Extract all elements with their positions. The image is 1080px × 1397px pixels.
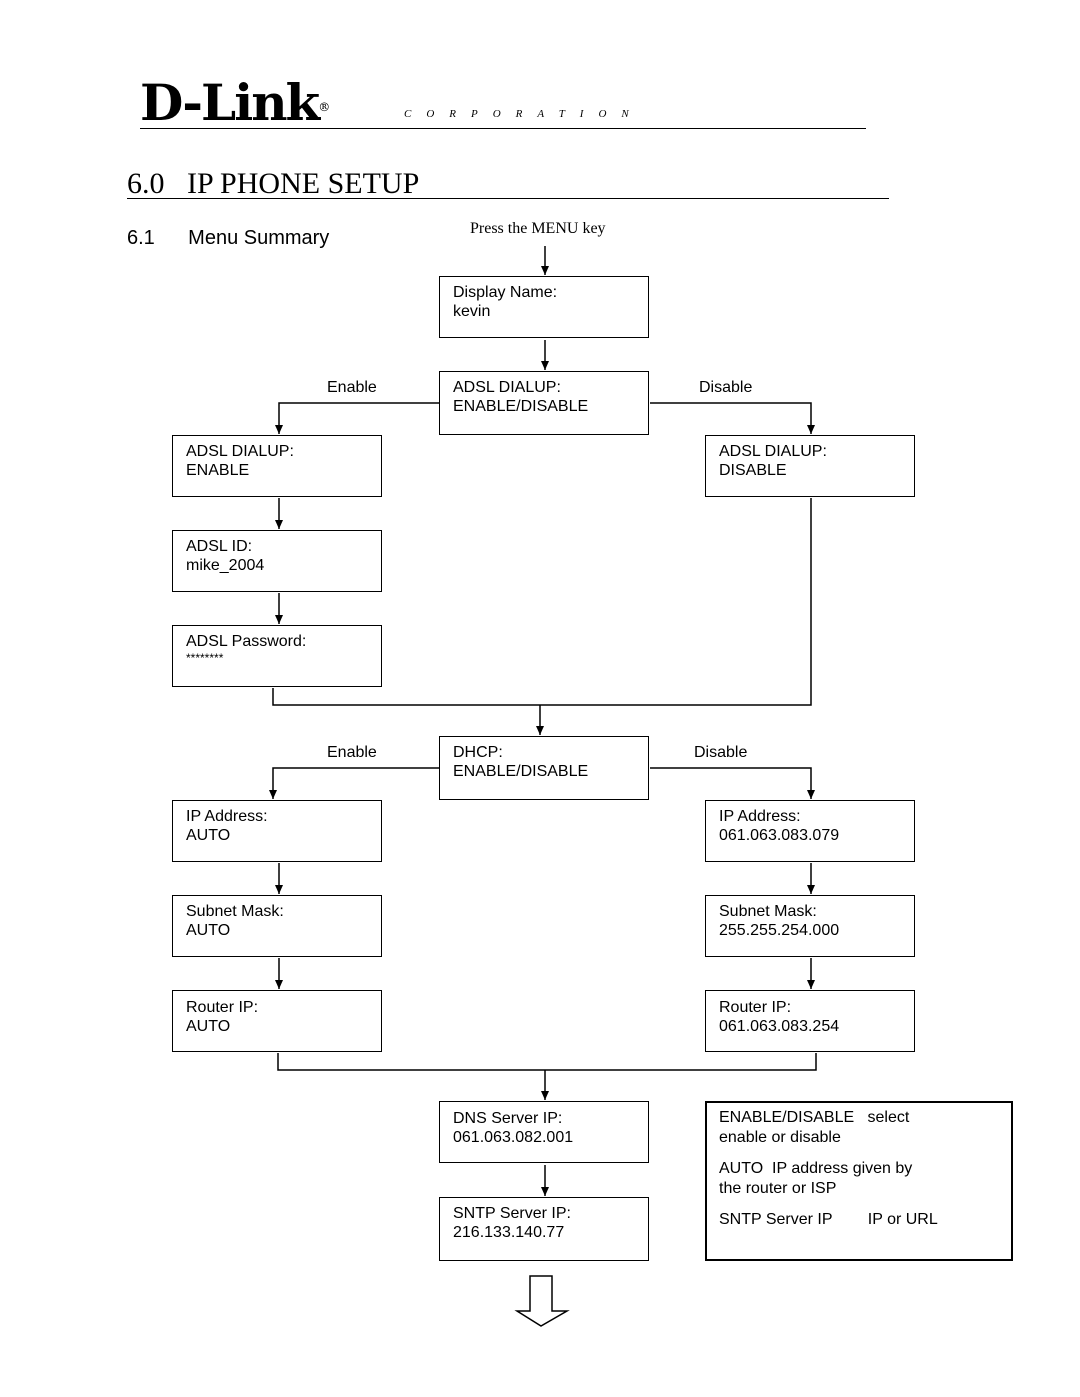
adsl-enable-box: ADSL DIALUP: ENABLE	[172, 435, 382, 497]
adsl-id-box: ADSL ID: mike_2004	[172, 530, 382, 592]
legend-row: AUTO IP address given by	[719, 1160, 913, 1177]
router-static-box: Router IP: 061.063.083.254	[705, 990, 915, 1052]
dhcp-choice-box: DHCP: ENABLE/DISABLE	[439, 736, 649, 800]
continue-arrow-icon	[514, 1275, 570, 1327]
box-title: IP Address:	[719, 808, 801, 825]
dhcp-disable-label: Disable	[694, 744, 748, 761]
box-value: 061.063.083.079	[719, 827, 840, 844]
box-title: Display Name:	[453, 284, 558, 301]
box-title: Router IP:	[186, 999, 259, 1016]
box-title: DHCP:	[453, 744, 503, 761]
legend-box: ENABLE/DISABLE select enable or disable …	[705, 1101, 1013, 1261]
display-name-box: Display Name: kevin	[439, 276, 649, 338]
box-title: DNS Server IP:	[453, 1110, 563, 1127]
legend-row: ENABLE/DISABLE select	[719, 1109, 910, 1126]
box-title: Subnet Mask:	[186, 903, 284, 920]
box-value: ENABLE/DISABLE	[453, 398, 589, 415]
arrow-adsl-enable	[275, 402, 439, 434]
box-title: ADSL DIALUP:	[719, 443, 827, 460]
page-heading: 6.0 IP PHONE SETUP	[127, 167, 420, 200]
adsl-password-box: ADSL Password: ********	[172, 625, 382, 687]
box-title: Subnet Mask:	[719, 903, 817, 920]
section-heading: 6.1 Menu Summary	[127, 227, 330, 249]
box-value: 216.133.140.77	[453, 1224, 565, 1241]
subnet-static-box: Subnet Mask: 255.255.254.000	[705, 895, 915, 957]
adsl-enable-label: Enable	[327, 379, 377, 396]
legend-row: SNTP Server IP IP or URL	[719, 1211, 938, 1228]
box-value: AUTO	[186, 827, 231, 844]
box-title: ADSL ID:	[186, 538, 253, 555]
start-note: Press the MENU key	[470, 220, 606, 237]
router-auto-box: Router IP: AUTO	[172, 990, 382, 1052]
ip-static-box: IP Address: 061.063.083.079	[705, 800, 915, 862]
ip-auto-box: IP Address: AUTO	[172, 800, 382, 862]
heading-rule	[127, 198, 889, 199]
corporation-wordmark: CORPORATION	[404, 108, 644, 120]
dns-box: DNS Server IP: 061.063.082.001	[439, 1101, 649, 1163]
adsl-disable-label: Disable	[699, 379, 753, 396]
box-value: 255.255.254.000	[719, 922, 840, 939]
dlink-logo: D-Link®	[140, 73, 330, 132]
box-value: AUTO	[186, 1018, 231, 1035]
box-title: ADSL DIALUP:	[453, 379, 561, 396]
adsl-choice-box: ADSL DIALUP: ENABLE/DISABLE	[439, 371, 649, 435]
box-title: ADSL Password:	[186, 633, 307, 650]
dhcp-enable-label: Enable	[327, 744, 377, 761]
box-value: DISABLE	[719, 462, 787, 479]
box-title: IP Address:	[186, 808, 268, 825]
arrow-dhcp-enable	[269, 767, 439, 799]
header-rule	[140, 128, 866, 129]
box-value: kevin	[453, 303, 491, 320]
box-value: ********	[186, 651, 224, 665]
box-value: ENABLE	[186, 462, 250, 479]
line-dhcp-merge	[277, 1053, 817, 1071]
legend-row: the router or ISP	[719, 1180, 837, 1197]
sntp-box: SNTP Server IP: 216.133.140.77	[439, 1197, 649, 1261]
adsl-disable-box: ADSL DIALUP: DISABLE	[705, 435, 915, 497]
box-title: ADSL DIALUP:	[186, 443, 294, 460]
line-adsl-merge	[272, 498, 812, 706]
arrow-dhcp-disable	[650, 767, 815, 799]
box-value: 061.063.083.254	[719, 1018, 840, 1035]
box-title: Router IP:	[719, 999, 792, 1016]
box-value: mike_2004	[186, 557, 265, 574]
box-title: SNTP Server IP:	[453, 1205, 571, 1222]
legend-row: enable or disable	[719, 1129, 841, 1146]
arrow-adsl-disable	[650, 402, 815, 434]
subnet-auto-box: Subnet Mask: AUTO	[172, 895, 382, 957]
box-value: AUTO	[186, 922, 231, 939]
box-value: ENABLE/DISABLE	[453, 763, 589, 780]
box-value: 061.063.082.001	[453, 1129, 574, 1146]
